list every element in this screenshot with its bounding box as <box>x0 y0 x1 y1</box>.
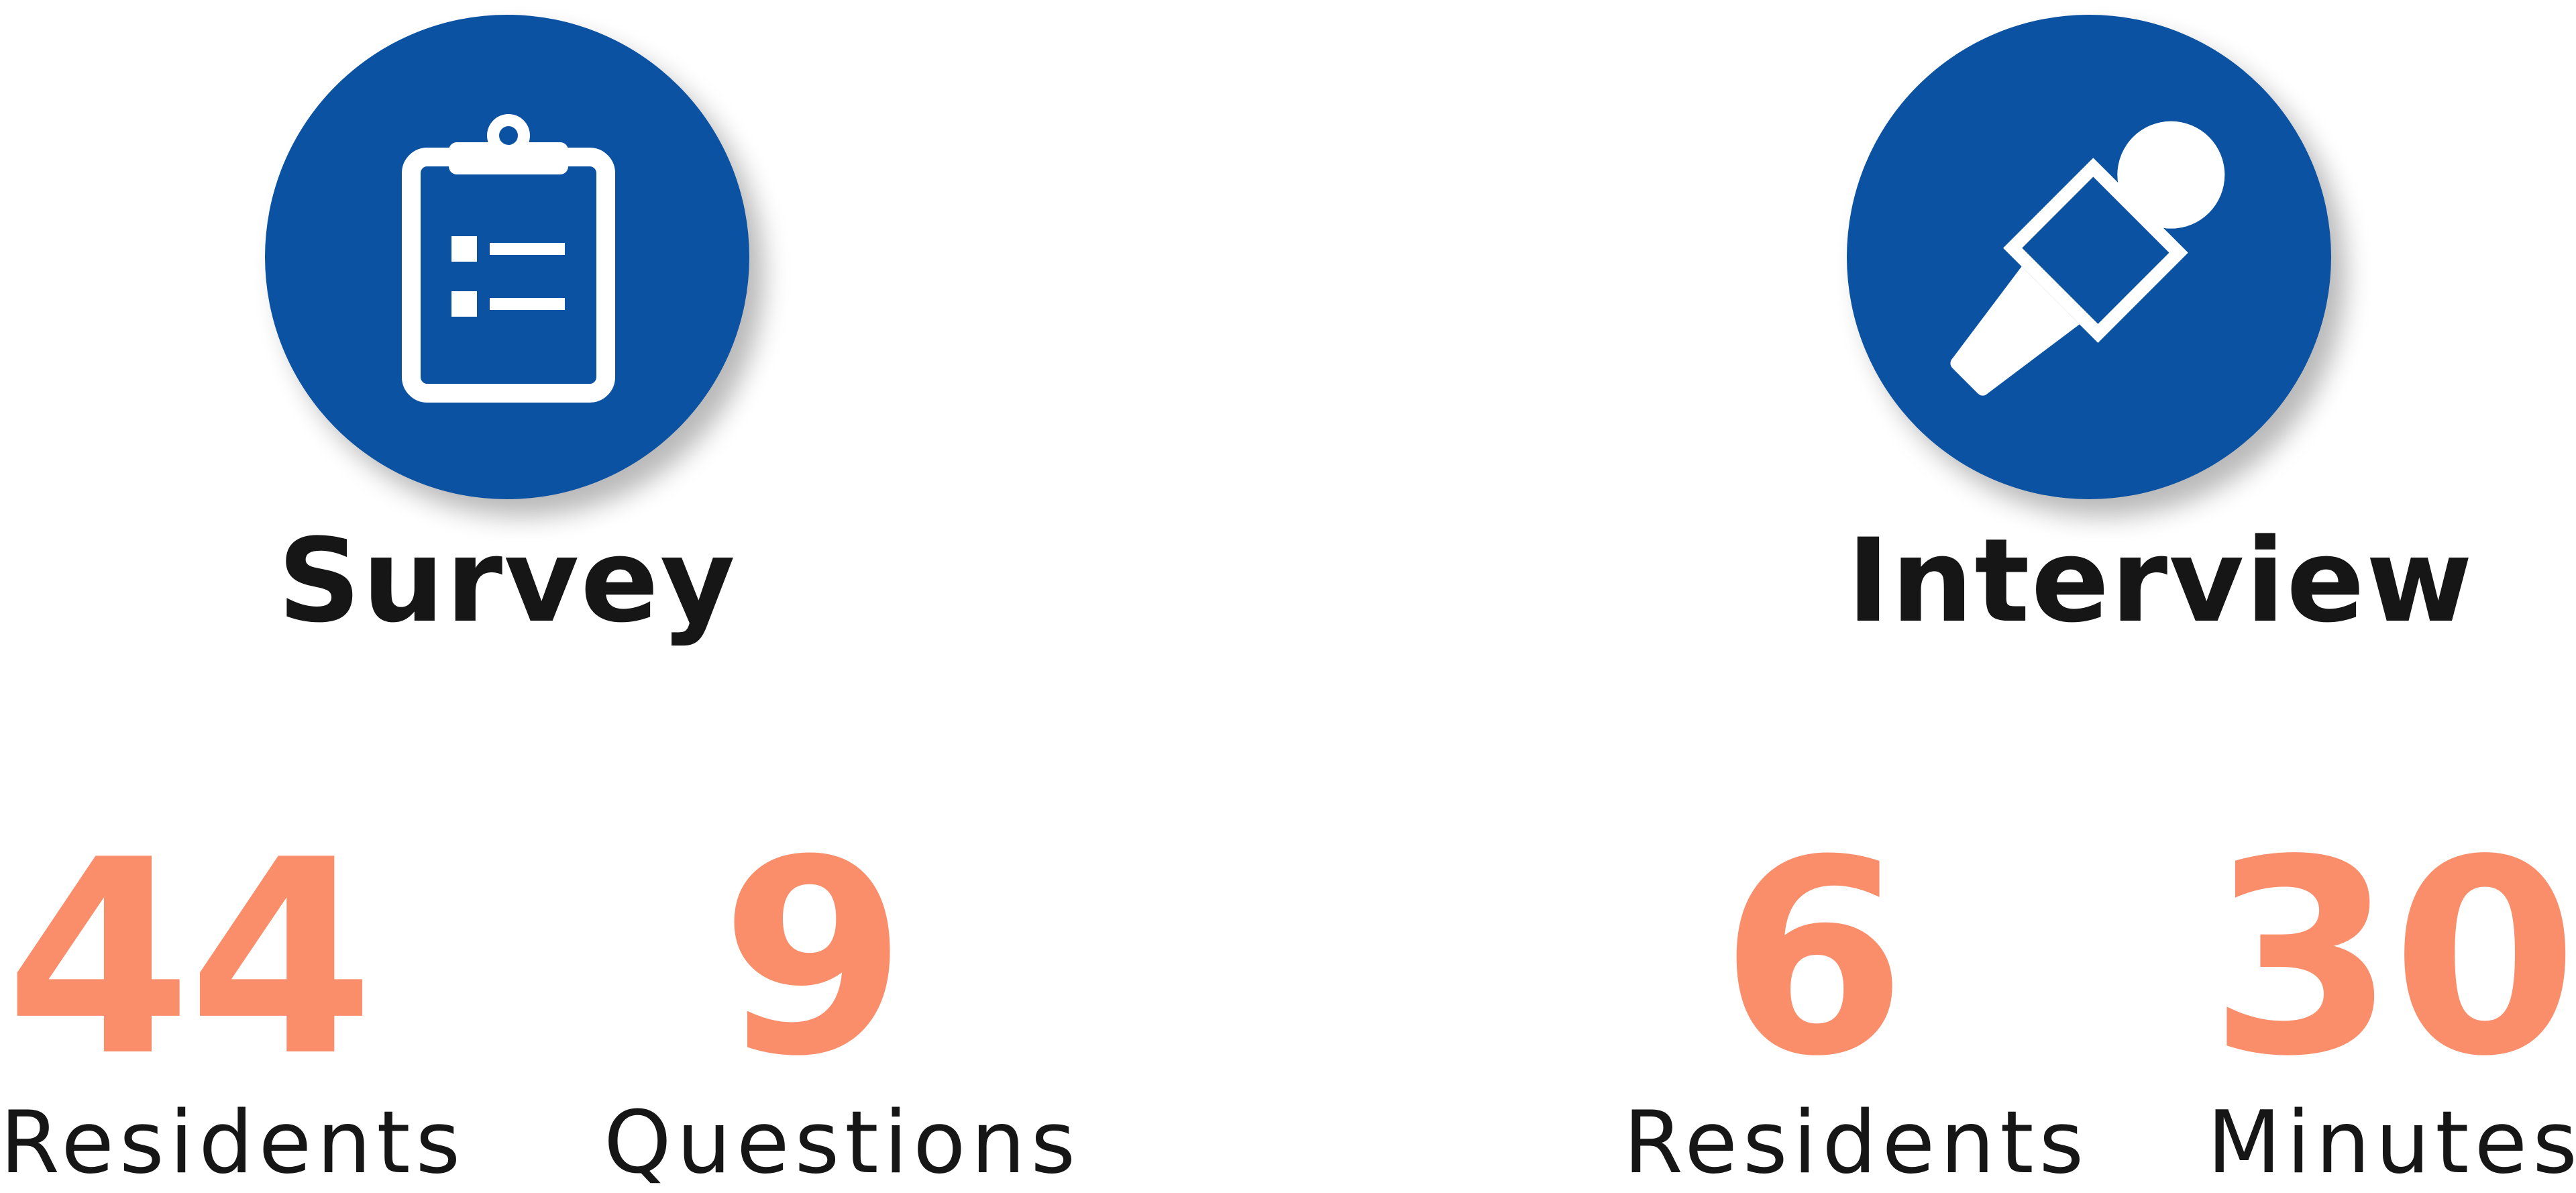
survey-residents-stat: 44 Residents <box>0 803 466 1193</box>
interview-minutes-stat: 30 Minutes <box>2207 825 2576 1186</box>
stat-value: 6 <box>1719 803 1907 1115</box>
stat-value: 9 <box>720 803 907 1115</box>
stat-label: Minutes <box>2207 1093 2576 1193</box>
interview-residents-stat: 6 Residents <box>1623 803 2090 1193</box>
survey-questions-stat: 9 Questions <box>604 803 1081 1193</box>
stat-label: Residents <box>0 1093 466 1193</box>
stat-value: 44 <box>5 803 375 1115</box>
stat-value: 30 <box>2208 803 2576 1115</box>
stat-label: Questions <box>604 1093 1081 1193</box>
stat-label: Residents <box>1623 1093 2090 1193</box>
microphone-icon <box>1950 121 2225 396</box>
survey-icon-circle <box>265 15 749 499</box>
survey-heading: Survey <box>277 513 737 648</box>
clipboard-icon <box>402 114 615 403</box>
interview-icon-circle <box>1847 15 2331 499</box>
interview-section: Interview 6 Residents 30 Minutes <box>1623 0 2576 1186</box>
interview-heading: Interview <box>1847 513 2474 648</box>
survey-section: Survey 44 Residents 9 Questions <box>0 0 1075 1186</box>
